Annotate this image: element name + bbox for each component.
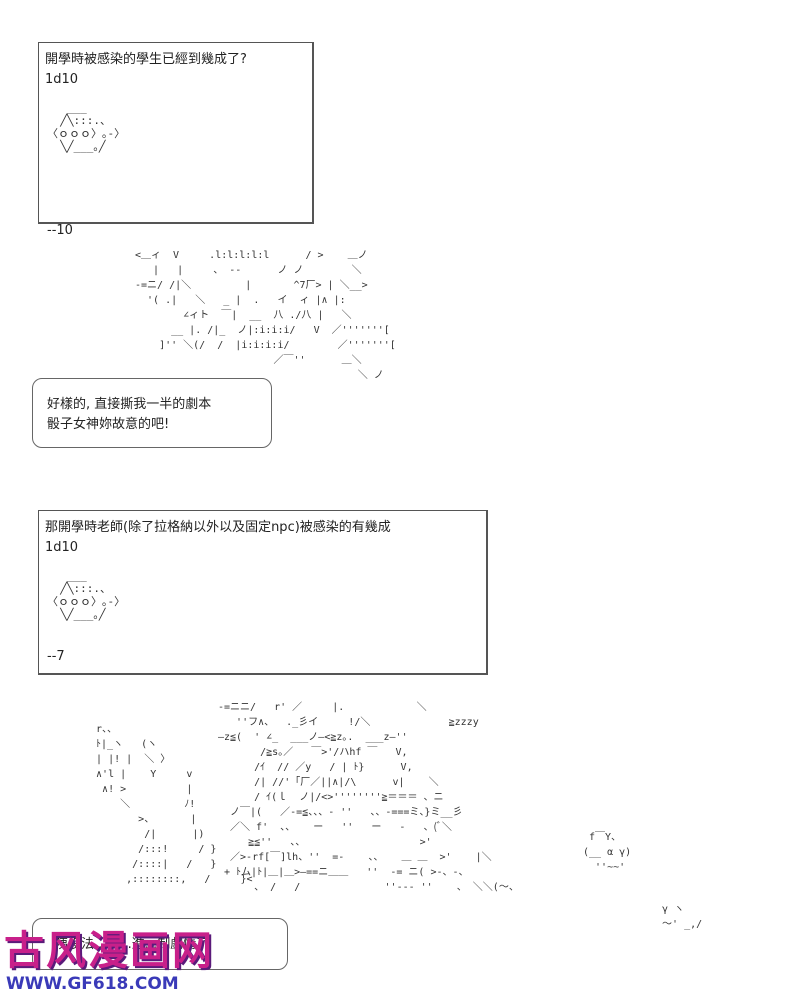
ascii-art-small-right: γ ヽ ～' _,/ bbox=[662, 904, 703, 930]
dice-result-2: --7 bbox=[47, 649, 65, 664]
speech-bubble-1: 好樣的, 直接撕我一半的劇本 骰子女神妳故意的吧! bbox=[32, 378, 272, 448]
ascii-art-bottom-right: -=ニニ/ r' ／ |. ＼ ''フ∧、 ._彡イ !/＼ ≧zzzy ―z≦… bbox=[218, 702, 519, 893]
dice-label-1: 1d10 bbox=[45, 72, 79, 87]
watermark-url: WWW.GF618.COM bbox=[6, 974, 179, 994]
bubble-1-line-1: 好樣的, 直接撕我一半的劇本 bbox=[47, 397, 212, 412]
dice-icon-1: ___ ╱╲:::.、 〈ｏｏｏ〉｡-〉 ╲╱___｡╱ bbox=[47, 101, 126, 153]
site-watermark: 古风漫画网 WWW.GF618.COM bbox=[4, 918, 234, 998]
bubble-1-line-2: 骰子女神妳故意的吧! bbox=[47, 417, 170, 432]
speech-bubble-2: 咦沒法...口...進...制劇情了 bbox=[32, 918, 288, 970]
ascii-art-small-face: f￣Y、 (__ α γ) ''~~' bbox=[583, 832, 632, 873]
dice-label-2: 1d10 bbox=[45, 540, 79, 555]
ascii-art-bottom-left: r、、 ﾄ|_ヽ (ヽ | |! | ＼ 〉 ∧'l | Y v ∧! > | … bbox=[96, 724, 253, 885]
dice-roll-box-1: 開學時被感染的學生已經到幾成了? 1d10 ___ ╱╲:::.、 〈ｏｏｏ〉｡… bbox=[38, 42, 314, 238]
dice-icon-2: ___ ╱╲:::.、 〈ｏｏｏ〉｡-〉 ╲╱___｡╱ bbox=[47, 569, 126, 621]
ascii-art-top-scene: <＿ィ V .l:l:l:l:l / > ＿ノ | | 、 ‐‐ ノ ノ ＼ -… bbox=[135, 250, 396, 381]
bubble-2-text: 咦沒法...口...進...制劇情了 bbox=[55, 937, 210, 952]
dice-result-1: --10 bbox=[47, 223, 73, 238]
watermark-title: 古风漫画网 bbox=[4, 928, 214, 974]
dice-roll-box-2: 那開學時老師(除了拉格納以外以及固定npc)被感染的有幾成 1d10 ___ ╱… bbox=[38, 510, 488, 675]
question-text-2: 那開學時老師(除了拉格納以外以及固定npc)被感染的有幾成 bbox=[45, 520, 391, 535]
question-text-1: 開學時被感染的學生已經到幾成了? bbox=[45, 52, 247, 67]
